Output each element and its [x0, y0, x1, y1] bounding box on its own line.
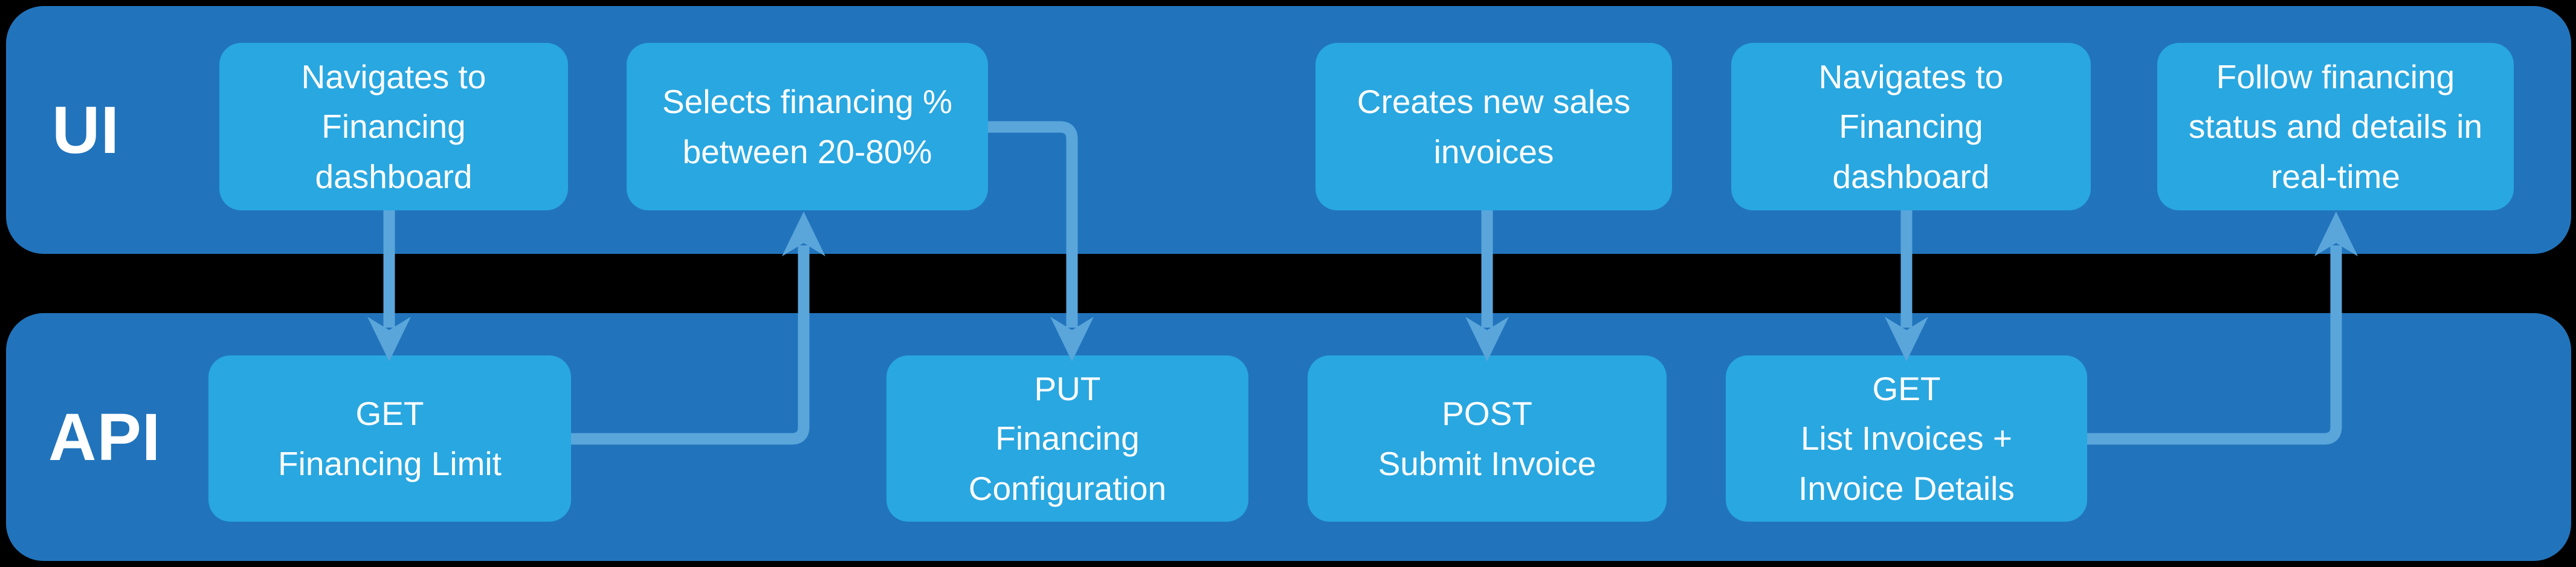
ui-node-navigates-financing-dashboard-2: Navigates to Financing dashboard	[1731, 43, 2091, 210]
api-node-get-financing-limit: GET Financing Limit	[208, 355, 571, 522]
ui-node-navigates-financing-dashboard-1: Navigates to Financing dashboard	[219, 43, 568, 210]
lane-api-label: API	[48, 400, 161, 475]
ui-node-selects-financing-percent: Selects financing % between 20-80%	[627, 43, 988, 210]
lane-api: API GET Financing Limit PUT Financing Co…	[6, 313, 2571, 561]
lane-ui-label: UI	[52, 92, 120, 167]
ui-node-follow-financing-status: Follow financing status and details in r…	[2157, 43, 2514, 210]
lane-ui: UI Navigates to Financing dashboard Sele…	[6, 6, 2571, 254]
ui-node-creates-sales-invoices: Creates new sales invoices	[1315, 43, 1672, 210]
api-node-put-financing-configuration: PUT Financing Configuration	[886, 355, 1248, 522]
api-node-post-submit-invoice: POST Submit Invoice	[1308, 355, 1667, 522]
api-node-get-list-invoices: GET List Invoices + Invoice Details	[1726, 355, 2087, 522]
